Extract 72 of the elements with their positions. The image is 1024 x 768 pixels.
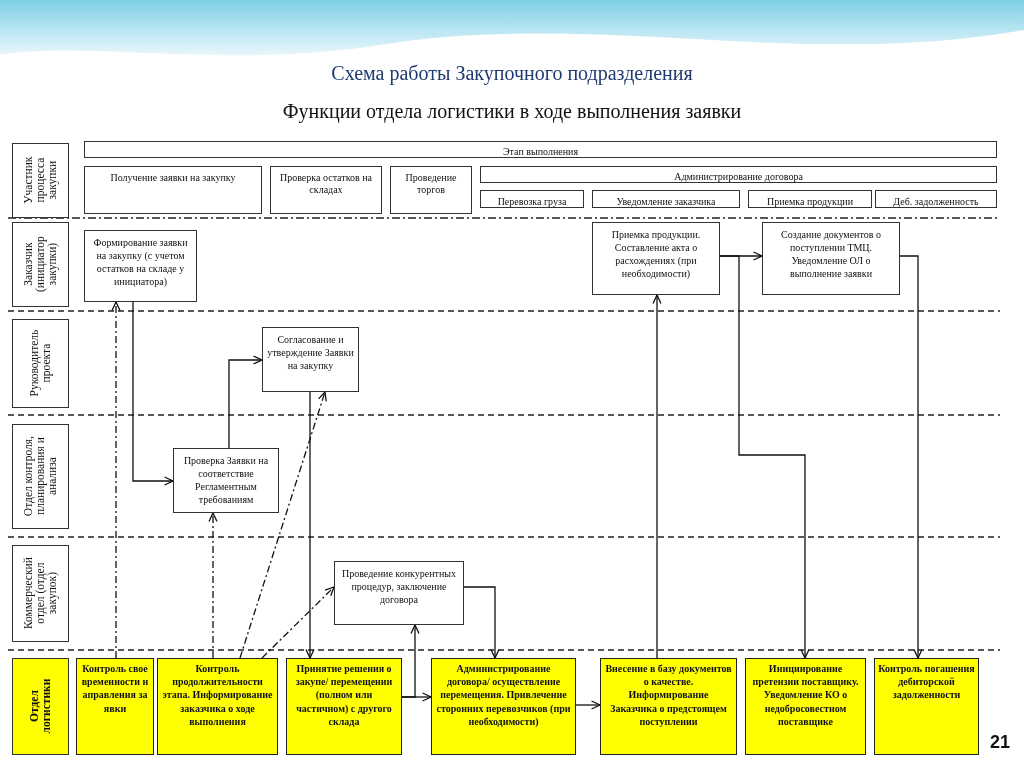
slide-title: Схема работы Закупочного подразделения: [330, 62, 694, 85]
function-box: [431, 658, 576, 755]
box-text: Руководитель проекта: [28, 329, 53, 399]
arrow: [111, 301, 121, 659]
lane-label-box: [12, 319, 69, 408]
box-text: Проведение торгов: [404, 172, 458, 195]
box-text: Получение заявки на закупку: [110, 172, 236, 184]
box-text: Проверка остатков на складах: [278, 172, 374, 195]
arrow: [132, 301, 174, 486]
box-text: Деб. задолженность: [893, 196, 979, 207]
process-box: [762, 222, 900, 295]
box-text: Заказчик (инициатор закупки): [22, 235, 59, 295]
stage-header-box: [480, 190, 584, 208]
function-box: [600, 658, 737, 755]
process-box: [592, 222, 720, 295]
arrow: [239, 391, 327, 659]
stage-header-box: [270, 166, 382, 214]
lane-label-box: [12, 658, 69, 755]
stage-header-box: [748, 190, 872, 208]
box-text: Приемка продукции: [766, 196, 854, 207]
arrow: [899, 255, 923, 659]
page-number: 21: [990, 732, 1012, 753]
arrow: [575, 700, 601, 710]
arrow: [305, 391, 315, 659]
box-text: Инициирование претензии поставщику. Уведомление КО о недобросовестном поставщике: [751, 662, 860, 728]
lane-label-box: [12, 143, 69, 218]
box-text: Контроль продолжительности этапа. Информирование заказчика о ходе выполнения: [161, 662, 274, 728]
box-text: Контроль погашения дебиторской задолженности: [878, 662, 975, 702]
arrow: [463, 586, 500, 659]
stage-header-box: [875, 190, 997, 208]
process-box: [173, 448, 279, 513]
stage-header-box: [84, 166, 262, 214]
box-text: Участник процесса закупки: [22, 155, 59, 207]
arrow: [401, 624, 420, 698]
lane-label-box: [12, 222, 69, 307]
box-text: Формирование заявки на закупку (с учетом остатков на складе у инициатора): [92, 236, 189, 288]
arrow: [228, 355, 263, 449]
process-box: [334, 561, 464, 625]
box-text: Согласование и утверждение Заявки на закупку: [267, 333, 354, 372]
arrow: [261, 586, 335, 659]
subtitle: Функции отдела логистики в ходе выполнения заявки: [281, 100, 743, 123]
box-text: Принятие решения о закупе/ перемещении (полном или частичном) с другого склада: [294, 662, 394, 728]
stage-header-box: [84, 141, 997, 158]
arrow: [208, 512, 218, 659]
box-text: Перевозка груза: [497, 196, 567, 207]
arrow: [719, 255, 810, 659]
process-box: [84, 230, 197, 302]
box-text: Этап выполнения: [503, 146, 578, 157]
box-text: Отдел логистики: [28, 678, 53, 736]
box-text: Проведение конкурентных процедур, заключение договора: [341, 567, 457, 606]
box-text: Контроль своевременности направления заявки: [80, 662, 150, 715]
process-box: [262, 327, 359, 392]
box-text: Проверка Заявки на соответствие Регламентным требованиям: [182, 454, 270, 506]
box-text: Отдел контроля, планирования и анализа: [22, 435, 59, 519]
box-text: Администрирование договора: [674, 171, 803, 182]
box-text: Создание документов о поступлении ТМЦ. Уведомление ОЛ о выполнение заявки: [780, 228, 882, 280]
box-text: Коммерческий отдел (отдел закупок): [22, 556, 59, 632]
lane-label-box: [12, 545, 69, 642]
function-box: [874, 658, 979, 755]
box-text: Администрирование договора/ осуществление перемещения. Привлечение сторонних перевозчиков (при необходимости): [435, 662, 572, 728]
stage-header-box: [480, 166, 997, 183]
stage-header-box: [592, 190, 740, 208]
box-text: Уведомление заказчика: [616, 196, 716, 207]
arrow: [652, 294, 662, 659]
function-box: [76, 658, 154, 755]
function-box: [157, 658, 278, 755]
function-box: [745, 658, 866, 755]
lane-label-box: [12, 424, 69, 529]
stage-header-box: [390, 166, 472, 214]
function-box: [286, 658, 402, 755]
box-text: Приемка продукции. Составление акта о расхождениях (при необходимости): [610, 228, 702, 280]
box-text: Внесение в базу документов о качестве. Информирование Заказчика о предстоящем поступлении: [604, 662, 733, 728]
